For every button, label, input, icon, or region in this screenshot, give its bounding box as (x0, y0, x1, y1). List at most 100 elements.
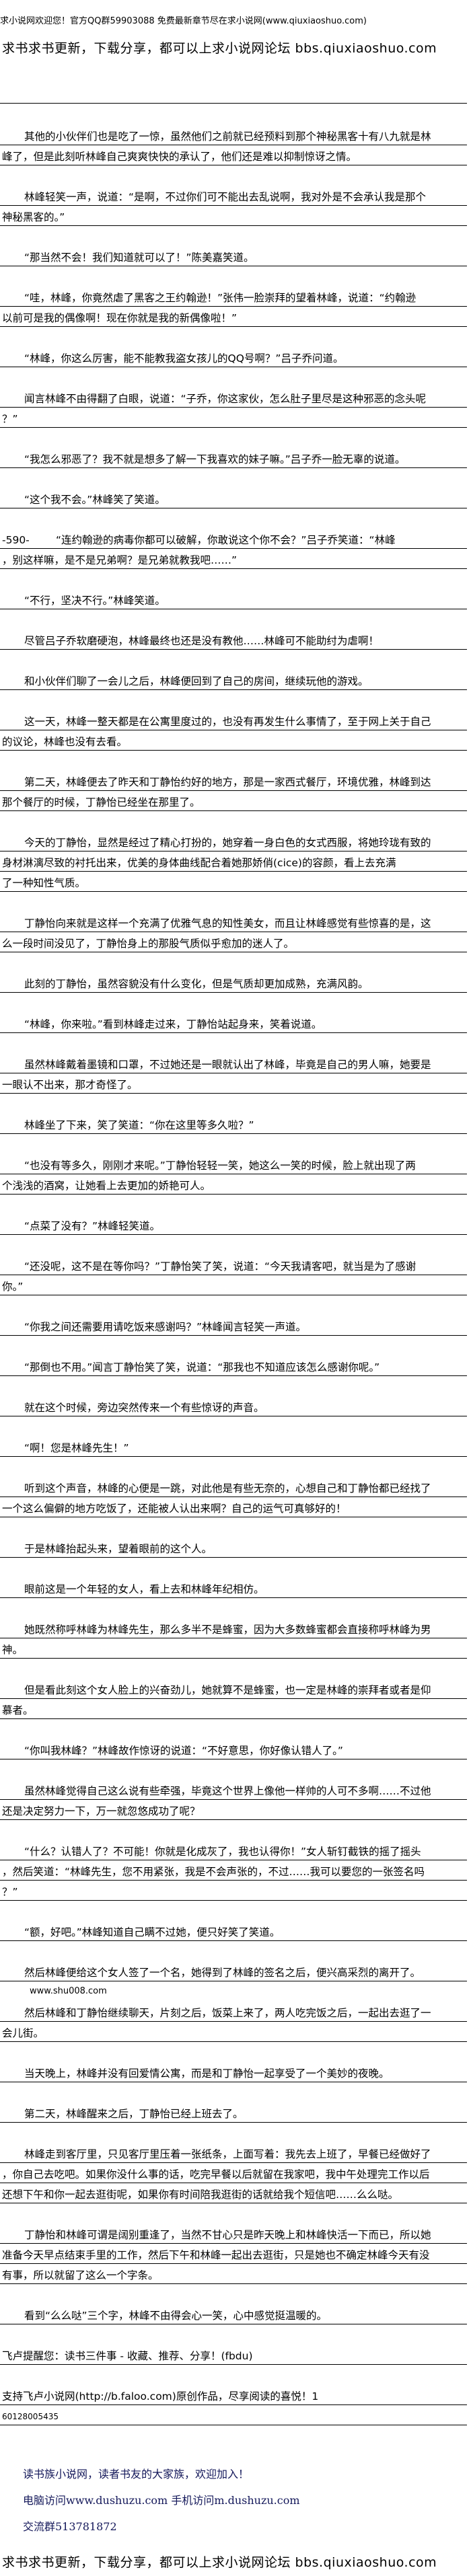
forum-banner: 求书求书更新，下载分享，都可以上求小说网论坛 bbs.qiuxiaoshuo.c… (2, 41, 437, 56)
paragraph: “那倒也不用。”闻言丁静怡笑了笑，说道：“那我也不知道应该怎么感谢你呢。” (0, 1356, 467, 1376)
text-line: 丁静怡和林峰可谓是阔别重逢了，当然不甘心只是昨天晚上和林峰快活一下而已，所以她 (0, 2224, 467, 2244)
text-line: “啊！您是林峰先生！” (0, 1437, 467, 1457)
text-line: “哇，林峰，你竟然虐了黑客之王约翰逊！”张伟一脸崇拜的望着林峰，说道：“约翰逊 (0, 287, 467, 307)
paragraph: 这一天，林峰一整天都是在公寓里度过的，也没有再发生什么事情了，至于网上关于自己的… (0, 710, 467, 751)
header-divider (0, 103, 467, 104)
text-line: 准备今天早点结束手里的工作，然后下午和林峰一起出去逛街，只是她也不确定林峰今天有… (0, 2244, 467, 2264)
paragraph: 于是林峰抬起头来，望着眼前的这个人。 (0, 1538, 467, 1558)
text-line: “那当然不会！我们知道就可以了！”陈美嘉笑道。 (0, 246, 467, 266)
text-line: “你我之间还需要用请吃饭来感谢吗？”林峰闻言轻笑一声道。 (0, 1316, 467, 1336)
paragraph: -590-“连约翰逊的病毒你都可以破解，你敢说这个你不会？”吕子乔笑道：“林峰，… (0, 529, 467, 569)
text-line: “那倒也不用。”闻言丁静怡笑了笑，说道：“那我也不知道应该怎么感谢你呢。” (0, 1356, 467, 1376)
text-line: “额，好吧。”林峰知道自己瞒不过她，便只好笑了笑道。 (0, 1921, 467, 1941)
text-line: 还是决定努力一下，万一就忽悠成功了呢？ (0, 1800, 467, 1820)
paragraph: 林峰坐了下来，笑了笑道：“你在这里等多久啦？” (0, 1114, 467, 1134)
text-line: ，你自己去吃吧。如果你没什么事的话，吃完早餐以后就留在我家吧，我中午处理完工作以… (0, 2163, 467, 2183)
paragraph: 第二天，林峰便去了昨天和丁静怡约好的地方，那是一家西式餐厅，环境优雅，林峰到达那… (0, 771, 467, 811)
paragraph: 她既然称呼林峰为林峰先生，那么多半不是蜂蜜，因为大多数蜂蜜都会直接称呼林峰为男神… (0, 1618, 467, 1659)
footer-group-number: 交流群513781872 (23, 2520, 117, 2533)
text-line: 个浅浅的酒窝，让她看上去更加的娇艳可人。 (0, 1174, 467, 1195)
paragraph: 林峰走到客厅里，只见客厅里压着一张纸条，上面写着：我先去上班了，早餐已经做好了，… (0, 2143, 467, 2203)
text-line: 会儿街。 (0, 2022, 467, 2042)
text-line: 以前可是我的偶像啊！现在你就是我的新偶像啦！” (0, 307, 467, 327)
text-line: 一个这么偏僻的地方吃饭了，还能被人认出来啊？自己的运气可真够好的！ (0, 1497, 467, 1517)
text-line: 你。” (0, 1275, 467, 1295)
text-line: 于是林峰抬起头来，望着眼前的这个人。 (0, 1538, 467, 1558)
paragraph: “还没呢，这不是在等你吗？”丁静怡笑了笑，说道：“今天我请客吧，就当是为了感谢你… (0, 1255, 467, 1295)
paragraph: 今天的丁静怡，显然是经过了精心打扮的，她穿着一身白色的女式西服，将她玲珑有致的身… (0, 831, 467, 892)
page-marker: -590- (2, 534, 30, 546)
text-line: 第二天，林峰便去了昨天和丁静怡约好的地方，那是一家西式餐厅，环境优雅，林峰到达 (0, 771, 467, 791)
paragraph: 就在这个时候，旁边突然传来一个有些惊讶的声音。 (0, 1396, 467, 1416)
text-line: “林峰，你这么厉害，能不能教我盗女孩儿的QQ号啊？”吕子乔问道。 (0, 347, 467, 367)
text-line: “不行，坚决不行。”林峰笑道。 (0, 589, 467, 609)
text-line: 神。 (0, 1638, 467, 1659)
text-line: 然后林峰便给这个女人签了一个名，她得到了林峰的签名之后，便兴高采烈的离开了。 (0, 1961, 467, 1981)
text-line: “还没呢，这不是在等你吗？”丁静怡笑了笑，说道：“今天我请客吧，就当是为了感谢 (0, 1255, 467, 1275)
text-line: ，然后笑道：“林峰先生，您不用紧张，我是不会声张的，不过……我可以要您的一张签名… (0, 1860, 467, 1881)
text-line: 眼前这是一个年轻的女人，看上去和林峰年纪相仿。 (0, 1578, 467, 1598)
paragraph: 看到“么么哒”三个字，林峰不由得会心一笑，心中感觉挺温暖的。 (0, 2304, 467, 2324)
text-line: 闻言林峰不由得翻了白眼，说道：“子乔，你这家伙，怎么肚子里尽是这种邪恶的念头呢 (0, 387, 467, 408)
text-line: 的议论，林峰也没有去看。 (0, 730, 467, 751)
watermark-link[interactable]: www.shu008.com (30, 1986, 107, 1996)
chapter-content: 其他的小伙伴们也是吃了一惊，虽然他们之前就已经预料到那个神秘黑客十有八九就是林峰… (0, 125, 467, 2446)
text-line: 神秘黑客的。” (0, 206, 467, 226)
text-line: “这个我不会。”林峰笑了笑道。 (0, 488, 467, 508)
paragraph: “额，好吧。”林峰知道自己瞒不过她，便只好笑了笑道。 (0, 1921, 467, 1941)
text-line: 此刻的丁静怡，虽然容貌没有什么变化，但是气质却更加成熟，充满风韵。 (0, 973, 467, 993)
paragraph: “那当然不会！我们知道就可以了！”陈美嘉笑道。 (0, 246, 467, 266)
text-line: 当天晚上，林峰并没有回爱情公寓，而是和丁静怡一起享受了一个美妙的夜晚。 (0, 2062, 467, 2082)
paragraph: 支持飞卢小说网(http://b.faloo.com)原创作品，尽享阅读的喜悦！… (0, 2385, 467, 2425)
text-line-content: “连约翰逊的病毒你都可以破解，你敢说这个你不会？”吕子乔笑道：“林峰 (56, 534, 396, 546)
text-line: 林峰坐了下来，笑了笑道：“你在这里等多久啦？” (0, 1114, 467, 1134)
paragraph: “这个我不会。”林峰笑了笑道。 (0, 488, 467, 508)
paragraph: 第二天，林峰醒来之后，丁静怡已经上班去了。 (0, 2103, 467, 2123)
paragraph: 眼前这是一个年轻的女人，看上去和林峰年纪相仿。 (0, 1578, 467, 1598)
text-line: 但是看此刻这个女人脸上的兴奋劲儿，她就算不是蜂蜜，也一定是林峰的崇拜者或者是仰 (0, 1679, 467, 1699)
text-line: 听到这个声音，林峰的心便是一跳，对此他是有些无奈的，心想自己和丁静怡都已经找了 (0, 1477, 467, 1497)
text-line: 丁静怡向来就是这样一个充满了优雅气息的知性美女，而且让林峰感觉有些惊喜的是，这 (0, 912, 467, 932)
paragraph: 和小伙伴们聊了一会儿之后，林峰便回到了自己的房间，继续玩他的游戏。 (0, 670, 467, 690)
text-line: ？” (0, 1881, 467, 1901)
footer-forum-banner: 求书求书更新，下载分享，都可以上求小说网论坛 bbs.qiuxiaoshuo.c… (2, 2555, 437, 2570)
paragraph: “你叫我林峰？”林峰故作惊讶的说道：“不好意思，你好像认错人了。” (0, 1739, 467, 1759)
text-line: 其他的小伙伴们也是吃了一惊，虽然他们之前就已经预料到那个神秘黑客十有八九就是林 (0, 125, 467, 145)
paragraph: 虽然林峰觉得自己这么说有些牵强，毕竟这个世界上像他一样帅的人可不多啊……不过他还… (0, 1780, 467, 1820)
paragraph: 但是看此刻这个女人脸上的兴奋劲儿，她就算不是蜂蜜，也一定是林峰的崇拜者或者是仰慕… (0, 1679, 467, 1719)
text-line: 林峰轻笑一声，说道：“是啊，不过你们可不能出去乱说啊，我对外是不会承认我是那个 (0, 186, 467, 206)
text-line: 这一天，林峰一整天都是在公寓里度过的，也没有再发生什么事情了，至于网上关于自己 (0, 710, 467, 730)
text-line: “你叫我林峰？”林峰故作惊讶的说道：“不好意思，你好像认错人了。” (0, 1739, 467, 1759)
paragraph: “也没有等多久，刚刚才来呢。”丁静怡轻轻一笑，她这么一笑的时候，脸上就出现了两个… (0, 1154, 467, 1195)
paragraph: “点菜了没有？”林峰轻笑道。 (0, 1215, 467, 1235)
paragraph: “什么？认错人了？不可能！你就是化成灰了，我也认得你！”女人斩钉截铁的摇了摇头，… (0, 1840, 467, 1901)
text-line: 她既然称呼林峰为林峰先生，那么多半不是蜂蜜，因为大多数蜂蜜都会直接称呼林峰为男 (0, 1618, 467, 1638)
paragraph: 其他的小伙伴们也是吃了一惊，虽然他们之前就已经预料到那个神秘黑客十有八九就是林峰… (0, 125, 467, 165)
paragraph: 丁静怡向来就是这样一个充满了优雅气息的知性美女，而且让林峰感觉有些惊喜的是，这么… (0, 912, 467, 952)
paragraph: “你我之间还需要用请吃饭来感谢吗？”林峰闻言轻笑一声道。 (0, 1316, 467, 1336)
text-line: “点菜了没有？”林峰轻笑道。 (0, 1215, 467, 1235)
text-line: ？” (0, 408, 467, 428)
text-line: 峰了，但是此刻听林峰自己爽爽快快的承认了，他们还是难以抑制惊讶之情。 (0, 145, 467, 165)
text-line: “林峰，你来啦。”看到林峰走过来，丁静怡站起身来，笑着说道。 (0, 1013, 467, 1033)
paragraph: 林峰轻笑一声，说道：“是啊，不过你们可不能出去乱说啊，我对外是不会承认我是那个神… (0, 186, 467, 226)
paragraph: 飞卢提醒您：读书三件事 - 收藏、推荐、分享！(fbdu) (0, 2345, 467, 2365)
text-line: 60128005435 (0, 2405, 467, 2425)
text-line: 支持飞卢小说网(http://b.faloo.com)原创作品，尽享阅读的喜悦！… (0, 2385, 467, 2405)
paragraph: 尽管吕子乔软磨硬泡，林峰最终也还是没有教他……林峰可不能助纣为虐啊！ (0, 630, 467, 650)
paragraph: “哇，林峰，你竟然虐了黑客之王约翰逊！”张伟一脸崇拜的望着林峰，说道：“约翰逊以… (0, 287, 467, 327)
paragraph: “我怎么邪恶了？我不就是想多了解一下我喜欢的妹子嘛。”吕子乔一脸无辜的说道。 (0, 448, 467, 468)
text-line: -590- “连约翰逊的病毒你都可以破解，你敢说这个你不会？”吕子乔笑道：“林峰 (0, 529, 467, 549)
footer-promo-line: 读书族小说网，读者书友的大家族，欢迎加入！ (23, 2468, 250, 2480)
text-line: 还想下午和你一起去逛街呢，如果你有时间陪我逛街的话就给我个短信吧……么么哒。 (0, 2183, 467, 2203)
text-line: 一眼认不出来，那才奇怪了。 (0, 1073, 467, 1094)
paragraph: 然后林峰便给这个女人签了一个名，她得到了林峰的签名之后，便兴高采烈的离开了。 (0, 1961, 467, 1981)
paragraph: 丁静怡和林峰可谓是阔别重逢了，当然不甘心只是昨天晚上和林峰快活一下而已，所以她准… (0, 2224, 467, 2284)
text-line: “也没有等多久，刚刚才来呢。”丁静怡轻轻一笑，她这么一笑的时候，脸上就出现了两 (0, 1154, 467, 1174)
footer-visit-links[interactable]: 电脑访问www.dushuzu.com 手机访问m.dushuzu.com (23, 2494, 300, 2507)
paragraph: 闻言林峰不由得翻了白眼，说道：“子乔，你这家伙，怎么肚子里尽是这种邪恶的念头呢？… (0, 387, 467, 428)
text-line: 今天的丁静怡，显然是经过了精心打扮的，她穿着一身白色的女式西服，将她玲珑有致的 (0, 831, 467, 851)
text-line: 然后林峰和丁静怡继续聊天，片刻之后，饭菜上来了，两人吃完饭之后，一起出去逛了一 (0, 2002, 467, 2022)
text-line: “我怎么邪恶了？我不就是想多了解一下我喜欢的妹子嘛。”吕子乔一脸无辜的说道。 (0, 448, 467, 468)
text-line: 林峰走到客厅里，只见客厅里压着一张纸条，上面写着：我先去上班了，早餐已经做好了 (0, 2143, 467, 2163)
